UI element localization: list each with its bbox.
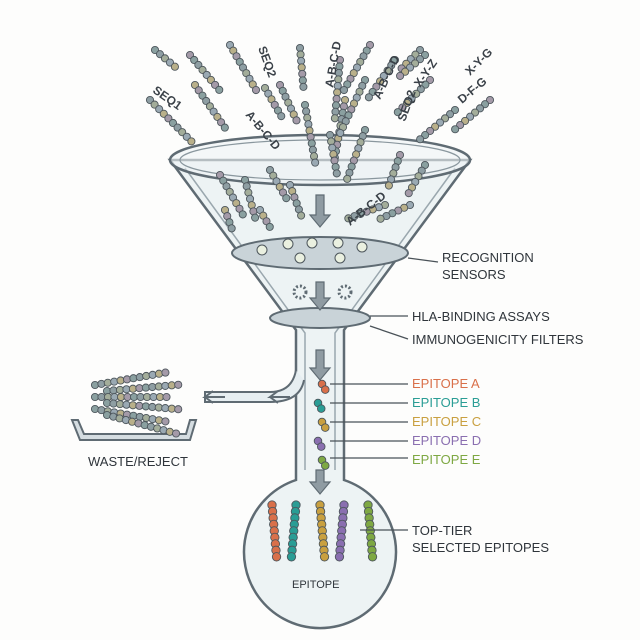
peptide-chain (102, 398, 183, 414)
result-label-line2: SELECTED EPITOPES (412, 540, 549, 555)
result-label-line1: TOP-TIER (412, 523, 472, 538)
sensor-icon (282, 238, 294, 250)
sensor-icon (256, 244, 268, 256)
epitope-label-a: EPITOPE A (412, 376, 480, 391)
gear-icon (292, 284, 308, 300)
peptide-chain (313, 398, 326, 413)
bulb-label: EPITOPE (292, 579, 339, 591)
peptide-chain (102, 410, 181, 438)
pointer-lines (330, 257, 439, 531)
peptide-chain (220, 205, 236, 233)
hla-label: HLA-BINDING ASSAYS (412, 309, 550, 324)
peptide-chain (150, 45, 179, 71)
epitope-labels: EPITOPE A EPITOPE B EPITOPE C EPITOPE D EPIT… (412, 376, 481, 467)
peptide-chain (185, 50, 224, 94)
peptide-chain (330, 55, 345, 123)
peptide-chain (215, 170, 247, 219)
peptide-chain (343, 125, 370, 183)
funnel-inner-wall (184, 167, 456, 470)
peptide-chain (300, 100, 320, 167)
peptide-chain (90, 392, 171, 402)
peptide-chain (364, 55, 400, 102)
label-seq2-b: SEQ2 (395, 88, 419, 123)
peptide-chain (313, 436, 326, 451)
peptide-chain (339, 40, 375, 95)
peptide-chain (90, 404, 170, 426)
sensor-icon (334, 252, 346, 264)
peptide-chain (90, 368, 170, 390)
peptide-chain (404, 160, 430, 198)
epitope-label-c: EPITOPE C (412, 414, 481, 429)
peptide-chain (255, 205, 274, 231)
peptide-chain (325, 130, 341, 178)
label-seq2-a: SEQ2 (255, 44, 279, 79)
sensor-icon (356, 241, 368, 253)
peptide-chain (225, 40, 261, 95)
peptide-chain (317, 455, 330, 470)
peptide-chain (317, 379, 330, 394)
epitope-label-d: EPITOPE D (412, 433, 481, 448)
peptide-chain (315, 500, 330, 562)
peptide-chain (260, 83, 286, 121)
epitope-label-e: EPITOPE E (412, 452, 481, 467)
peptide-chain (286, 500, 301, 562)
peptide-chain (265, 165, 291, 203)
peptide-chain (285, 180, 306, 220)
peptide-chain (267, 500, 282, 562)
peptide-chain (376, 200, 415, 223)
peptide-chain (416, 105, 460, 144)
immunogenicity-label: IMMUNOGENICITY FILTERS (412, 332, 584, 347)
peptide-chain (295, 43, 308, 91)
peptide-chain (240, 175, 260, 222)
peptide-chain (145, 95, 196, 146)
peptide-chain (344, 200, 390, 223)
sensor-icon (306, 237, 318, 249)
peptide-chain (190, 80, 229, 132)
sensor-icon (332, 237, 344, 249)
peptide-chain (363, 500, 378, 562)
label-xyg: X-Y-G (462, 45, 495, 78)
peptide-chain (275, 80, 301, 125)
peptide-chain (102, 380, 183, 396)
peptide-chain (334, 500, 349, 562)
waste-label: WASTE/REJECT (88, 454, 188, 469)
peptide-chain (396, 50, 430, 80)
waste-tray (70, 419, 198, 441)
funnel-rim (168, 133, 472, 187)
waste-arrow (202, 390, 290, 404)
recognition-label-line1: RECOGNITION (442, 250, 534, 265)
peptide-chain (317, 417, 330, 432)
peptide-chains (90, 40, 495, 562)
gear-icon (337, 284, 353, 300)
peptide-chain (451, 95, 495, 134)
peptide-chain (393, 75, 435, 117)
recognition-label-line2: SENSORS (442, 267, 506, 282)
sensor-icon (294, 252, 306, 264)
funnel-rim-inner (179, 139, 461, 181)
flow-arrows (308, 194, 332, 495)
hla-filter-disc (269, 307, 371, 329)
funnel-body (167, 158, 473, 630)
epitope-label-b: EPITOPE B (412, 395, 480, 410)
peptide-chain (384, 150, 405, 190)
peptide-chain (336, 75, 370, 138)
